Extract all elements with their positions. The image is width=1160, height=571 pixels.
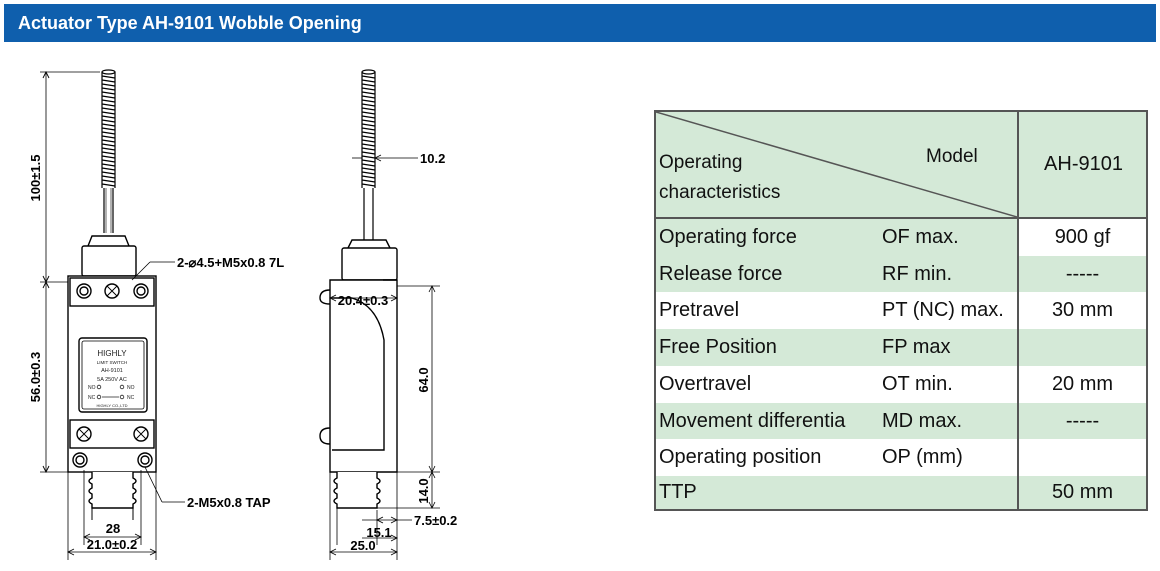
header-characteristics: Operating characteristics: [659, 152, 781, 203]
row-symbol: OF max.: [882, 226, 959, 248]
dim-56: 56.0±0.3: [28, 352, 43, 403]
table-row: Overtravel OT min. 20 mm: [656, 366, 1146, 403]
side-dimensions: [329, 154, 440, 560]
row-symbol: FP max: [882, 336, 951, 358]
row-name: Operating force: [659, 226, 797, 248]
row-value: 900 gf: [1017, 219, 1146, 256]
row-symbol: MD max.: [882, 409, 962, 432]
front-label-text: HIGHLY LIMIT SWITCH AH-9101 5A 250V AC N…: [88, 349, 135, 408]
page-title: Actuator Type AH-9101 Wobble Opening: [18, 13, 362, 33]
row-name: Release force: [659, 262, 783, 285]
table-row: Operating position OP (mm): [656, 439, 1146, 476]
row-symbol: RF min.: [882, 262, 952, 285]
label-type: LIMIT SWITCH: [97, 360, 127, 365]
label-rating: 5A 250V AC: [97, 377, 127, 383]
row-name: Pretravel: [659, 299, 740, 321]
label-no2: NO: [127, 385, 135, 391]
row-value: [1017, 329, 1146, 366]
row-name: Overtravel: [659, 373, 752, 395]
header-model: Model: [926, 146, 978, 167]
table-row: Free Position FP max: [656, 329, 1146, 366]
label-model: AH-9101: [101, 368, 123, 374]
row-name: Movement differentia: [659, 409, 846, 432]
label-nc1: NC: [88, 395, 96, 401]
table-header: Operating characteristics Model AH-9101: [656, 112, 1146, 219]
table-row: Movement differentia MD max. -----: [656, 403, 1146, 439]
dim-25: 25.0: [350, 538, 375, 553]
row-symbol: OP (mm): [882, 446, 963, 468]
row-value: 30 mm: [1017, 292, 1146, 329]
row-value: [1017, 439, 1146, 476]
table-row: TTP 50 mm: [656, 476, 1146, 509]
header-model-name: AH-9101: [1017, 112, 1148, 217]
front-spring: [101, 69, 116, 233]
dim-28: 28: [106, 521, 120, 536]
label-maker: HIGHLY CO.,LTD: [96, 403, 127, 408]
spec-table: Operating characteristics Model AH-9101 …: [654, 110, 1148, 511]
header-diagonal: [656, 112, 1017, 217]
label-nc2: NC: [127, 395, 135, 401]
dim-7-5: 7.5±0.2: [414, 513, 457, 528]
row-name: Free Position: [659, 336, 777, 358]
table-row: Pretravel PT (NC) max. 30 mm: [656, 292, 1146, 329]
technical-drawing: HIGHLY LIMIT SWITCH AH-9101 5A 250V AC N…: [28, 69, 457, 560]
row-symbol: [878, 476, 1017, 509]
row-name: Operating position: [659, 446, 822, 468]
row-value: -----: [1017, 403, 1146, 439]
row-value: 20 mm: [1017, 366, 1146, 403]
dim-hole-bottom: 2-M5x0.8 TAP: [187, 495, 271, 510]
label-brand: HIGHLY: [97, 349, 127, 358]
dim-15-1: 15.1: [366, 525, 391, 540]
side-spring: [361, 69, 376, 240]
table-row: Release force RF min. -----: [656, 256, 1146, 292]
row-symbol: PT (NC) max.: [882, 299, 1004, 321]
side-view: [319, 69, 398, 509]
label-no1: NO: [88, 385, 96, 391]
front-dimensions: [40, 70, 185, 560]
dim-20-4: 20.4±0.3: [338, 293, 389, 308]
row-value: 50 mm: [1017, 476, 1146, 509]
dim-21: 21.0±0.2: [87, 537, 138, 552]
row-value: -----: [1017, 256, 1146, 292]
row-name: TTP: [659, 481, 697, 503]
dim-14: 14.0: [416, 478, 431, 503]
dim-10-2: 10.2: [420, 151, 445, 166]
table-row: Operating force OF max. 900 gf: [656, 219, 1146, 256]
dim-100: 100±1.5: [28, 155, 43, 202]
header-bar: Actuator Type AH-9101 Wobble Opening: [4, 4, 1156, 42]
row-symbol: OT min.: [882, 373, 953, 395]
dim-64: 64.0: [416, 367, 431, 392]
dim-hole-top: 2-⌀4.5+M5x0.8 7L: [177, 255, 284, 270]
front-view: [67, 69, 157, 520]
